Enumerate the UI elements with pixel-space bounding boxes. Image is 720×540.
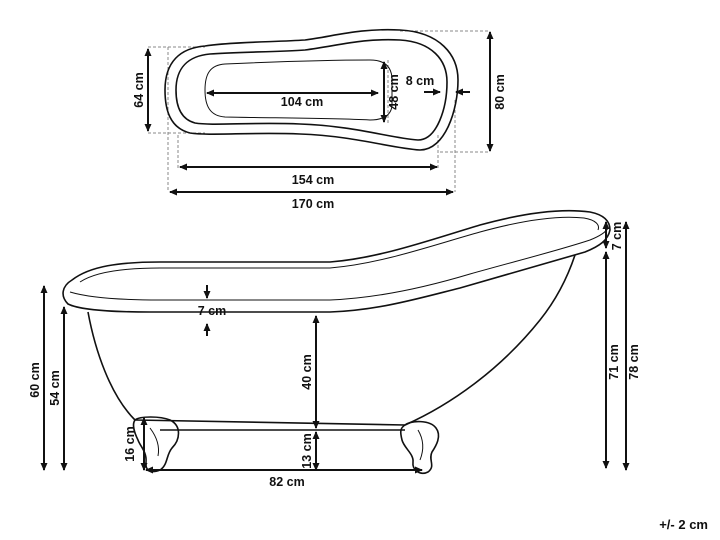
tolerance-note: +/- 2 cm: [659, 517, 708, 532]
label-height-right-inner: 71 cm: [607, 344, 621, 379]
label-rim-width: 8 cm: [406, 74, 435, 88]
label-height-left-inner: 54 cm: [48, 370, 62, 405]
top-view-basin: [204, 59, 393, 121]
side-view-rim-outer: [62, 209, 611, 313]
side-view-rim-lip: [69, 227, 609, 301]
foot-right: [399, 420, 440, 475]
label-total-length: 170 cm: [292, 197, 334, 211]
foot-left: [132, 416, 180, 473]
label-inner-depth: 40 cm: [300, 354, 314, 389]
label-left-height: 64 cm: [132, 72, 146, 107]
side-view: 7 cm 60 cm 54 cm 16 cm 40 cm 13 cm 82 cm…: [28, 209, 641, 489]
top-view-rim-inner-line: [175, 38, 448, 141]
label-base-length: 154 cm: [292, 173, 334, 187]
label-rim-thickness-left: 7 cm: [198, 304, 227, 318]
label-inner-width: 48 cm: [387, 74, 401, 109]
top-view-outer-outline: [164, 28, 459, 151]
label-height-right-outer: 78 cm: [627, 344, 641, 379]
label-rim-thickness-right: 7 cm: [610, 222, 624, 251]
label-inner-length: 104 cm: [281, 95, 323, 109]
label-height-left-outer: 60 cm: [28, 362, 42, 397]
side-view-body: [87, 254, 576, 426]
label-foot-height: 16 cm: [123, 426, 137, 461]
top-view: 104 cm 48 cm 8 cm 64 cm 80 cm 154 cm 170…: [132, 28, 507, 211]
label-feet-spacing: 82 cm: [269, 475, 304, 489]
label-floor-clearance: 13 cm: [300, 433, 314, 468]
label-outer-width: 80 cm: [493, 74, 507, 109]
side-view-rim-inner: [79, 216, 599, 283]
